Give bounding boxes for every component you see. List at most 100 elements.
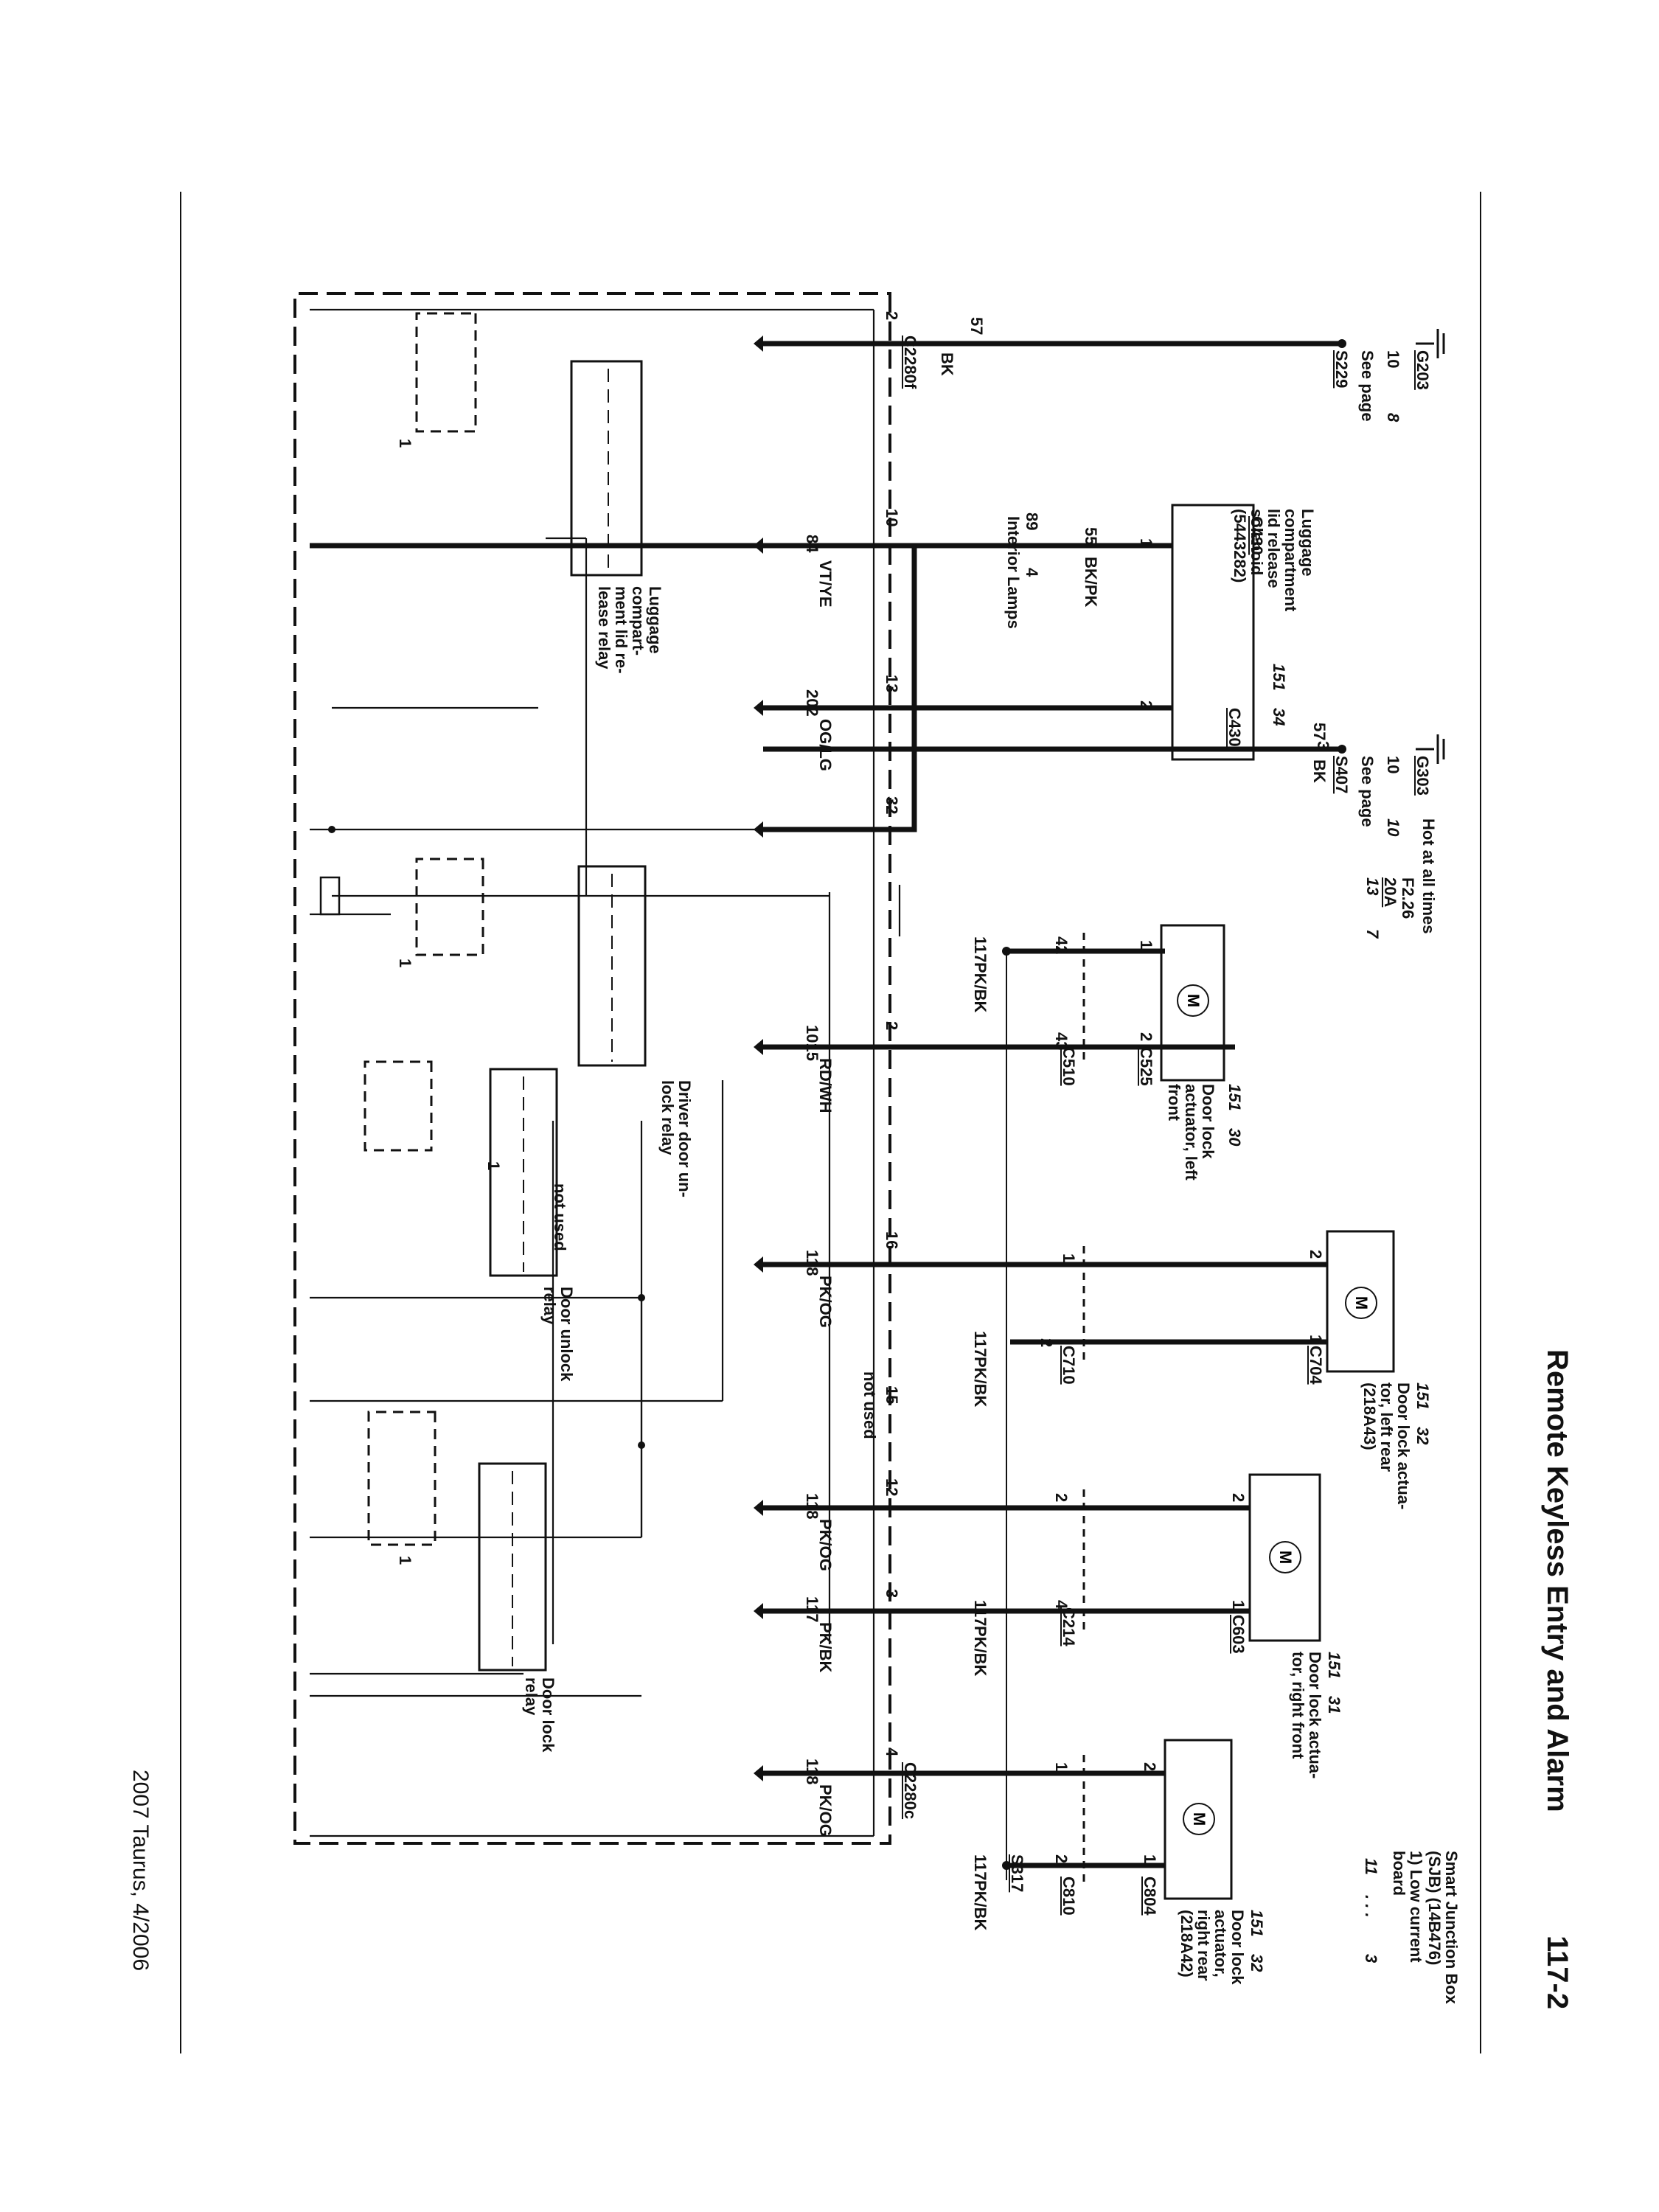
circuit-55-color: BK/PK xyxy=(1082,557,1100,608)
lf-actuator-label: Door lock actuator, left front xyxy=(1164,1084,1217,1180)
lf-pin-42: 42 xyxy=(1052,936,1071,955)
lr-pin-1b: 1 xyxy=(1307,1335,1325,1344)
interior-ref-b: 4 xyxy=(1023,568,1041,577)
pin-2: 2 xyxy=(883,311,901,321)
lr-connector-c704: C704 xyxy=(1307,1346,1325,1385)
connector-c2280c: C2280c xyxy=(901,1762,919,1820)
circuit-118-lr: 118 xyxy=(803,1250,821,1276)
circuit-117-rf-leg: 117 xyxy=(971,1600,990,1627)
rr-actuator-label: Door lock actuator, right rear (218A42) xyxy=(1177,1910,1247,1985)
circuit-202-color: OG/LG xyxy=(816,719,835,771)
circuit-117-rf-leg-color: PK/BK xyxy=(971,1626,990,1677)
pin-13: 13 xyxy=(883,675,901,693)
rf-connector-c214: C214 xyxy=(1060,1607,1078,1646)
circuit-117-lr-color: PK/BK xyxy=(971,1357,990,1408)
pin-12: 12 xyxy=(883,1478,901,1497)
lr-actuator-box xyxy=(1326,1230,1395,1373)
relay-note-1d: 1 xyxy=(396,1556,414,1565)
splice-s229: S229 xyxy=(1332,350,1351,389)
sjb-board-note: 1) Low current board xyxy=(1389,1851,1425,1963)
s407-dot xyxy=(1338,745,1346,754)
rf-ref-a: 151 xyxy=(1325,1652,1343,1679)
lr-connector-c710: C710 xyxy=(1060,1346,1078,1385)
lf-pin-1: 1 xyxy=(1137,940,1155,950)
pin-arrow-12 xyxy=(754,1500,763,1516)
lr-pin-1: 1 xyxy=(1060,1253,1078,1263)
bus-dot-3 xyxy=(328,826,335,833)
rr-pin-2: 2 xyxy=(1052,1854,1071,1864)
splice-s407: S407 xyxy=(1332,756,1351,794)
circuit-117-rr-color: PK/BK xyxy=(971,1880,990,1931)
rr-ref-a: 151 xyxy=(1248,1910,1266,1937)
pin-arrow-4 xyxy=(754,1765,763,1781)
rf-actuator-box xyxy=(1248,1473,1321,1642)
bus-dot-1 xyxy=(638,1441,645,1449)
s407-page-1: 10 xyxy=(1384,756,1402,774)
splice-dot-lf xyxy=(1002,947,1011,956)
rf-ref-b: 31 xyxy=(1325,1696,1343,1714)
fuse-ref-a: 13 xyxy=(1363,877,1382,896)
lf-motor-symbol: M xyxy=(1177,984,1209,1017)
board-box-2 xyxy=(415,858,484,956)
ground-g303: G303 xyxy=(1413,756,1432,796)
solenoid-ref-b: 34 xyxy=(1270,708,1288,726)
connector-arrows xyxy=(328,335,1346,1870)
circuit-117-rf-color: PK/BK xyxy=(816,1622,835,1673)
page-number: 117-2 xyxy=(1541,1935,1573,2010)
circuit-117-rf: 117 xyxy=(803,1596,821,1623)
rf-pin-2b: 2 xyxy=(1229,1493,1248,1503)
fuse-rating: 20A xyxy=(1381,877,1399,908)
connector-c2280f: C2280f xyxy=(901,335,919,389)
bus-dot-2 xyxy=(638,1294,645,1301)
ground-g203: G203 xyxy=(1413,350,1432,390)
circuit-202: 202 xyxy=(803,689,821,717)
circuit-1015: 1015 xyxy=(803,1025,821,1061)
lr-ref-b: 32 xyxy=(1413,1427,1432,1445)
splice-s317: S317 xyxy=(1008,1854,1026,1893)
pin15-alt: not used xyxy=(551,1183,569,1251)
rr-connector-c810: C810 xyxy=(1060,1877,1078,1916)
s229-dot xyxy=(1338,339,1346,348)
rf-pin-1: 1 xyxy=(1229,1600,1248,1610)
rf-actuator-label: Door lock actua- tor, right front xyxy=(1288,1652,1324,1779)
rf-pin-2: 2 xyxy=(1052,1493,1071,1503)
sjb-ref-a: 11 xyxy=(1362,1858,1380,1875)
lr-pin-2b: 2 xyxy=(1307,1250,1325,1259)
rr-pin-1: 1 xyxy=(1052,1762,1071,1772)
circuit-118-lr-color: PK/OG xyxy=(816,1276,835,1328)
lr-pin-2: 2 xyxy=(1037,1338,1056,1348)
door-unlock-relay-label: Door unlock relay xyxy=(540,1287,576,1382)
footer-vehicle-date: 2007 Taurus, 4/2006 xyxy=(128,1770,153,1972)
luggage-relay-label: Luggage compart- ment lid re- lease rela… xyxy=(594,586,664,674)
solenoid-pin-3: 3 xyxy=(1314,741,1332,751)
circuit-118-rr: 118 xyxy=(803,1759,821,1785)
lf-connector-c525: C525 xyxy=(1137,1047,1155,1086)
driver-unlock-relay-label: Driver door un- lock relay xyxy=(658,1080,694,1197)
rr-pin-1b: 1 xyxy=(1141,1854,1159,1864)
relay-note-1b: 1 xyxy=(396,959,414,968)
sjb-ref-b: 3 xyxy=(1362,1954,1380,1964)
pin-arrow-2b xyxy=(754,1039,763,1055)
rr-pin-2b: 2 xyxy=(1141,1762,1159,1772)
lf-ref-a: 151 xyxy=(1225,1084,1244,1111)
fuse-name: F2.26 xyxy=(1399,877,1417,919)
pin-arrow-13 xyxy=(754,700,763,716)
pin-16: 16 xyxy=(883,1231,901,1250)
lf-connector-c510: C510 xyxy=(1060,1047,1078,1086)
circuit-118-rr-color: PK/OG xyxy=(816,1784,835,1837)
solenoid-box xyxy=(1171,504,1255,761)
circuit-55: 55 xyxy=(1082,527,1100,546)
fuse-ref-b: 7 xyxy=(1363,929,1382,939)
lr-motor-symbol: M xyxy=(1345,1287,1377,1319)
pin-arrow-10 xyxy=(754,538,763,554)
circuit-57-color-2: BK xyxy=(1310,759,1329,783)
rr-motor-symbol: M xyxy=(1183,1803,1215,1835)
lf-ref-b: 30 xyxy=(1225,1128,1244,1147)
lr-actuator-label: Door lock actua- tor, left rear (218A43) xyxy=(1360,1382,1413,1510)
board-box-3 xyxy=(364,1060,433,1152)
pin-3: 3 xyxy=(883,1589,901,1599)
interior-ref-a: 89 xyxy=(1023,512,1041,531)
lf-pin-43: 43 xyxy=(1052,1032,1071,1051)
